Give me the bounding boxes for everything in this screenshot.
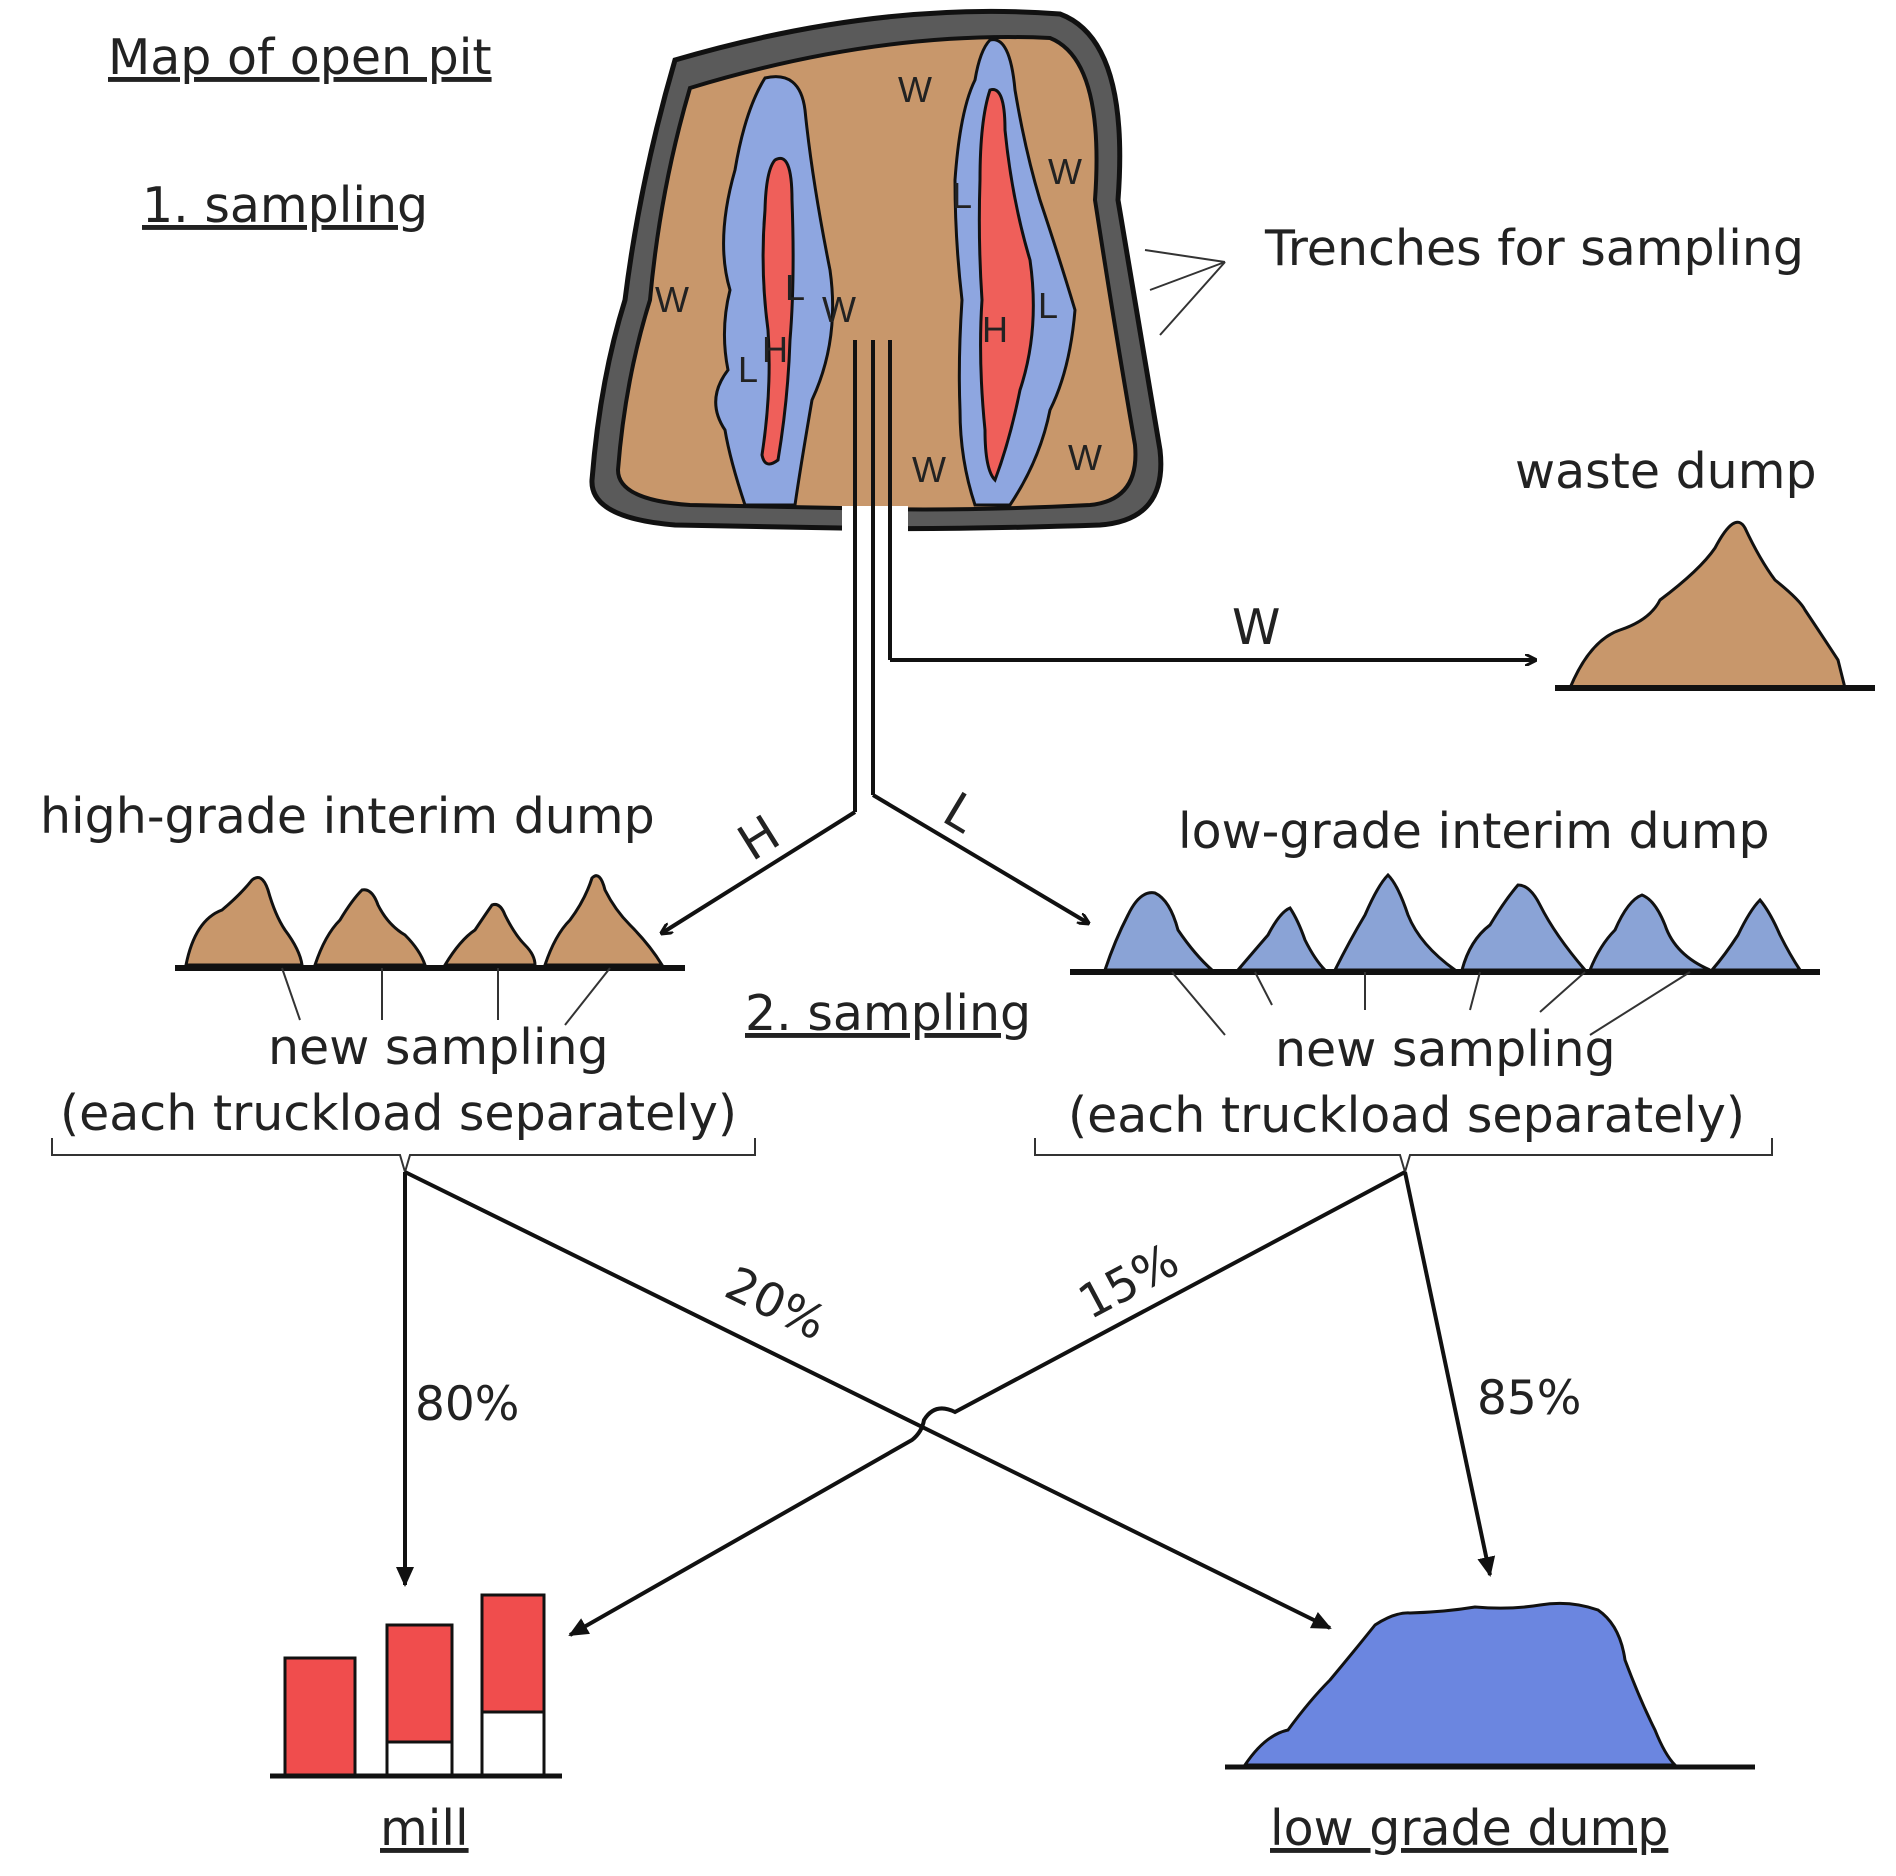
high-grade-zone-right [977,88,1035,483]
sampling-2-label: 2. sampling [745,985,1031,1042]
low-to-low-dump-pct: 85% [1477,1371,1581,1426]
waste-flow-label: W [1232,599,1280,656]
bracket-left [51,1138,756,1176]
open-pit-map: W W W W W W L L L L H H [589,8,1164,812]
trenches-callout: Trenches for sampling [1144,220,1804,336]
ore-split: H L [662,781,1088,933]
mill: mill [270,1593,562,1857]
waste-dump: waste dump [1515,443,1875,691]
mill-bin-3-ore [480,1593,546,1714]
zone-label-l: L [952,175,972,216]
zone-label-l: L [1038,285,1058,326]
zone-label-w: W [1048,151,1082,192]
low-to-low-dump-arrow [1403,1171,1496,1577]
zone-label-h: H [982,309,1008,350]
waste-flow: W [890,599,1535,660]
low-grade-interim-label: low-grade interim dump [1178,803,1770,860]
new-sampling-label-right: new sampling [1275,1021,1616,1078]
high-to-low-dump-arrow [404,1170,1332,1630]
truckload-label-left: (each truckload separately) [60,1085,737,1142]
low-grade-dump-pile [1242,1601,1679,1767]
waste-dump-label: waste dump [1515,443,1817,500]
map-title: Map of open pit [108,29,492,86]
mill-bin-1-ore [283,1656,357,1777]
zone-label-h: H [762,329,788,370]
zone-label-w: W [898,69,932,110]
low-grade-interim-dump: low-grade interim dump new sampling (eac… [1034,803,1820,1176]
low-grade-dump-label: low grade dump [1270,1800,1668,1857]
low-to-mill-arrow [568,1170,1406,1637]
new-sampling-label-left: new sampling [268,1019,609,1076]
sampling-1-label: 1. sampling [142,177,428,234]
high-grade-dump-label: high-grade interim dump [40,788,655,845]
zone-label-w: W [822,289,856,330]
zone-label-l: L [738,349,758,390]
truckload-label-right: (each truckload separately) [1068,1087,1745,1144]
high-flow-label: H [728,804,789,872]
waste-dump-pile [1567,520,1847,690]
zone-label-w: W [912,449,946,490]
low-grade-dump: low grade dump [1225,1601,1755,1857]
zone-label-w: W [655,279,689,320]
mill-bin-3-empty [480,1710,546,1777]
zone-label-w: W [1068,437,1102,478]
high-grade-interim-dump: high-grade interim dump new sampling (ea… [40,788,756,1176]
high-to-low-dump-pct: 20% [717,1256,835,1351]
mill-label: mill [380,1800,469,1857]
low-to-mill-pct: 15% [1070,1233,1188,1331]
high-grade-zone-left [760,156,795,466]
high-to-mill-pct: 80% [415,1377,519,1432]
trenches-label: Trenches for sampling [1264,220,1804,277]
zone-label-l: L [785,267,805,308]
mill-bin-2-ore [385,1623,454,1744]
grade-flows: 80% 20% 15% 85% [396,1170,1581,1637]
mill-bin-2-empty [385,1740,454,1777]
